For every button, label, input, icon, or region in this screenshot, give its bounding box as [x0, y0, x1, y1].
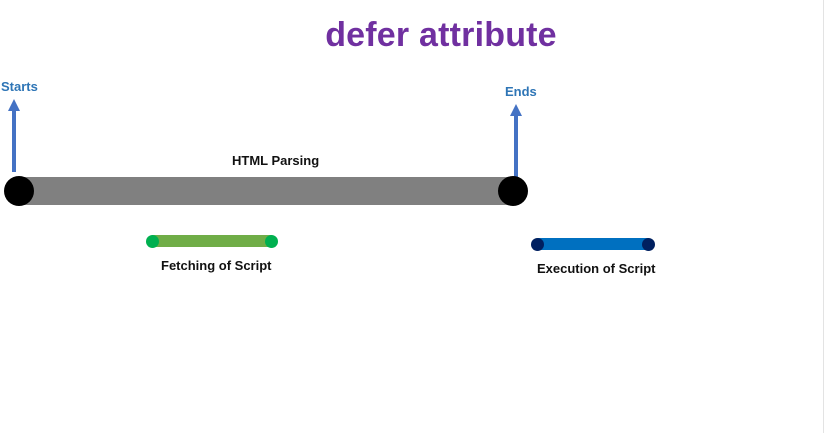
html-parsing-bar	[18, 177, 513, 205]
fetch-end-cap	[265, 235, 278, 248]
execute-script-bar	[538, 238, 649, 250]
execute-start-cap	[531, 238, 544, 251]
page-right-edge	[823, 0, 824, 433]
execute-end-cap	[642, 238, 655, 251]
end-arrow-shaft	[514, 115, 518, 177]
timeline-label: HTML Parsing	[232, 153, 320, 168]
fetch-script-bar	[152, 235, 272, 247]
start-arrow-shaft	[12, 110, 16, 172]
start-arrow-icon	[8, 99, 20, 111]
diagram-title: defer attribute	[325, 16, 557, 54]
start-label: Starts	[1, 79, 38, 94]
execute-script-label: Execution of Script	[537, 261, 656, 276]
end-arrow-icon	[510, 104, 522, 116]
fetch-start-cap	[146, 235, 159, 248]
end-label: Ends	[505, 84, 537, 99]
start-point	[4, 176, 34, 206]
end-point	[498, 176, 528, 206]
fetch-script-label: Fetching of Script	[161, 258, 272, 273]
